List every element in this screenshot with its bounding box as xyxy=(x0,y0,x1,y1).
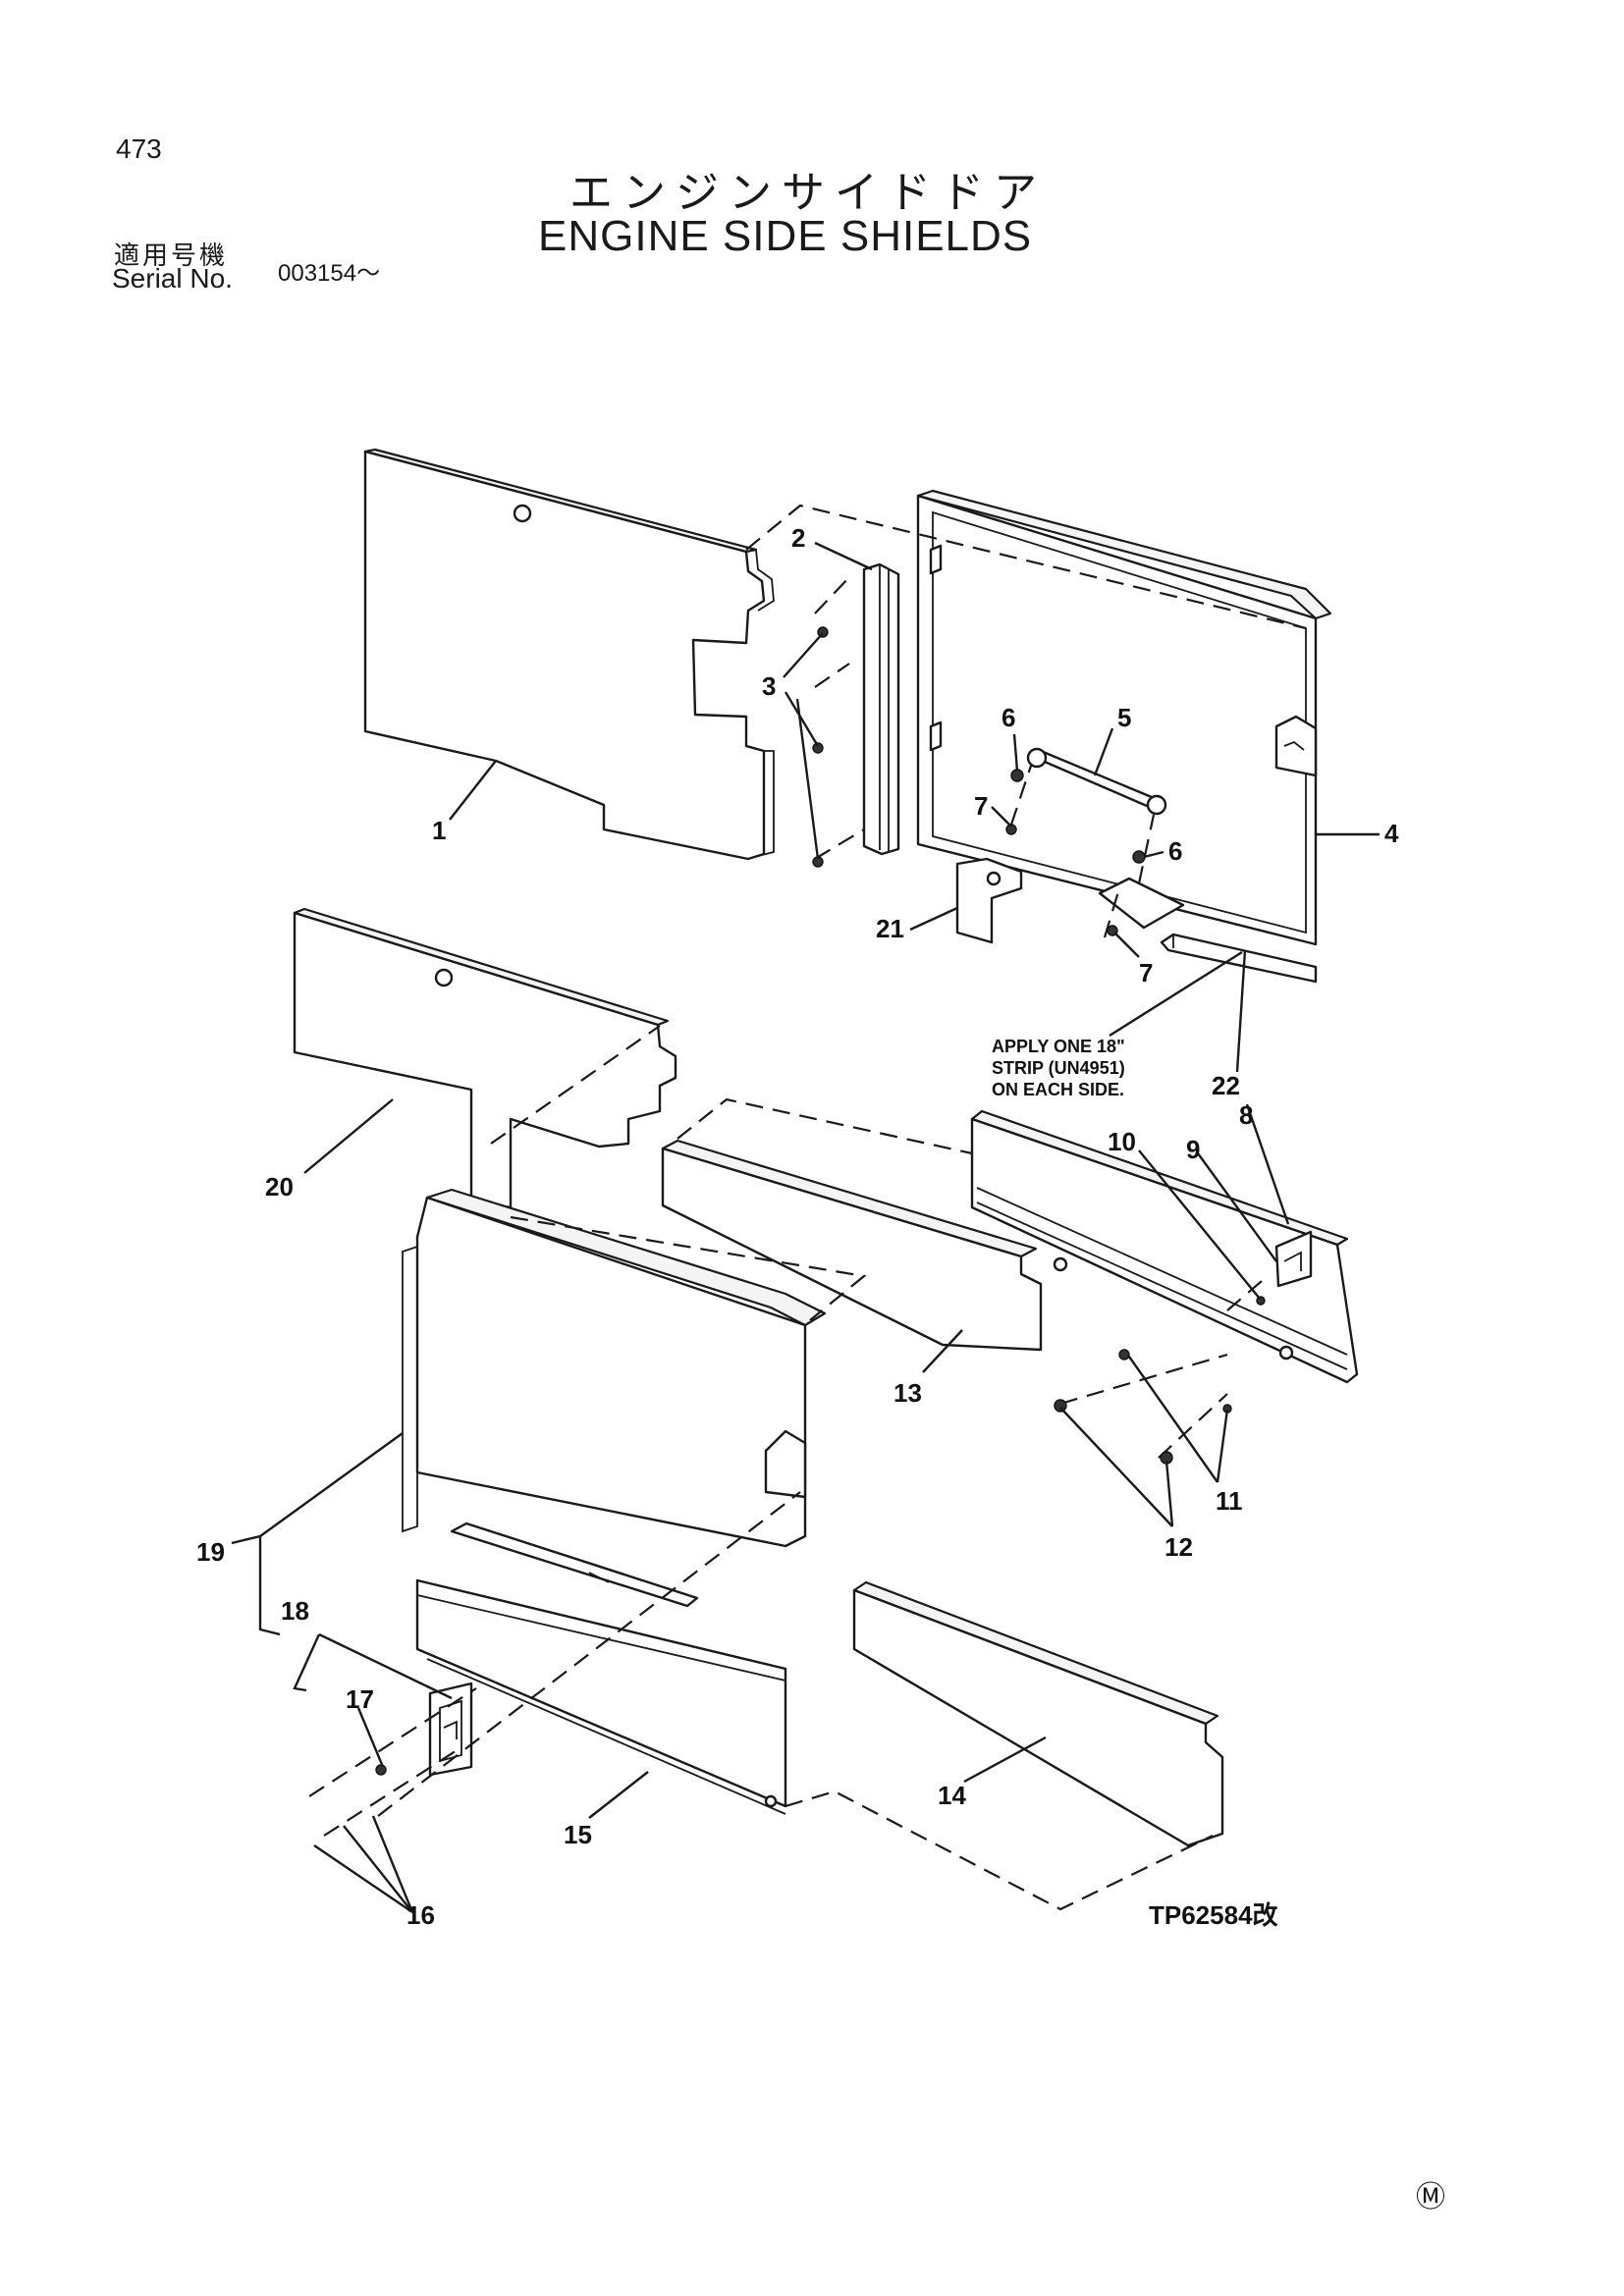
callout-4: 4 xyxy=(1384,819,1399,848)
part-21-bracket xyxy=(955,857,1023,944)
callout-21: 21 xyxy=(876,914,904,943)
fasteners xyxy=(375,626,1266,1776)
note-line-3: ON EACH SIDE. xyxy=(992,1080,1124,1099)
callout-1: 1 xyxy=(432,816,446,845)
callout-6a: 6 xyxy=(1001,703,1015,732)
part-20-lower-side-cover xyxy=(293,907,677,1209)
part-9-latch xyxy=(1274,1230,1313,1288)
footer-mark: Ⓜ xyxy=(1416,2180,1445,2215)
callout-8: 8 xyxy=(1239,1100,1253,1130)
assembly-lines xyxy=(308,504,1307,1911)
part-15-lower-door-sill xyxy=(415,1578,787,1815)
page-number: 473 xyxy=(116,133,162,164)
callout-7a: 7 xyxy=(974,791,988,821)
leader-lines xyxy=(231,541,1380,1913)
part-18-lower-latch xyxy=(428,1682,473,1777)
callout-18: 18 xyxy=(281,1596,309,1626)
part-2-hinge-strip xyxy=(862,562,900,856)
callout-16: 16 xyxy=(406,1900,435,1930)
part-19-lower-door xyxy=(402,1188,827,1608)
callout-3: 3 xyxy=(762,671,776,701)
part-5-support-rod xyxy=(1026,747,1167,816)
part-1-upper-side-cover xyxy=(363,448,775,861)
latch-plate xyxy=(1098,877,1185,930)
callout-14: 14 xyxy=(938,1781,966,1810)
callout-12: 12 xyxy=(1164,1532,1193,1562)
callout-7b: 7 xyxy=(1139,958,1153,988)
callout-6b: 6 xyxy=(1168,836,1182,866)
page-title-japanese: エンジンサイドドア xyxy=(569,168,1047,218)
part-13-upper-panel xyxy=(661,1139,1043,1352)
installation-note: APPLY ONE 18" STRIP (UN4951) ON EACH SID… xyxy=(992,1037,1125,1099)
callout-2: 2 xyxy=(791,523,805,553)
callout-20: 20 xyxy=(265,1172,294,1201)
serial-label-japanese: 適用号機 xyxy=(114,241,229,271)
callout-labels: 1 2 3 4 5 6 6 7 7 8 9 10 11 12 13 14 15 … xyxy=(196,523,1399,1930)
note-line-1: APPLY ONE 18" xyxy=(992,1037,1125,1056)
callout-17: 17 xyxy=(346,1684,374,1714)
note-line-2: STRIP (UN4951) xyxy=(992,1058,1125,1078)
callout-10: 10 xyxy=(1108,1127,1136,1156)
callout-19: 19 xyxy=(196,1537,225,1567)
callout-5: 5 xyxy=(1117,703,1131,732)
part-4-upper-door xyxy=(916,489,1332,946)
serial-number-range: 003154～ xyxy=(278,260,381,287)
part-14-bottom-panel xyxy=(852,1580,1224,1847)
serial-label: Serial No. xyxy=(112,263,233,294)
callout-15: 15 xyxy=(564,1820,592,1849)
part-22-rubber-strip xyxy=(1160,933,1318,984)
callout-22: 22 xyxy=(1212,1071,1240,1100)
callout-13: 13 xyxy=(893,1378,922,1408)
callout-11: 11 xyxy=(1216,1486,1243,1516)
figure-id: TP62584改 xyxy=(1149,1900,1278,1930)
part-8-sill-beam xyxy=(970,1109,1359,1384)
callout-9: 9 xyxy=(1186,1135,1200,1164)
page-title: ENGINE SIDE SHIELDS xyxy=(538,212,1033,260)
